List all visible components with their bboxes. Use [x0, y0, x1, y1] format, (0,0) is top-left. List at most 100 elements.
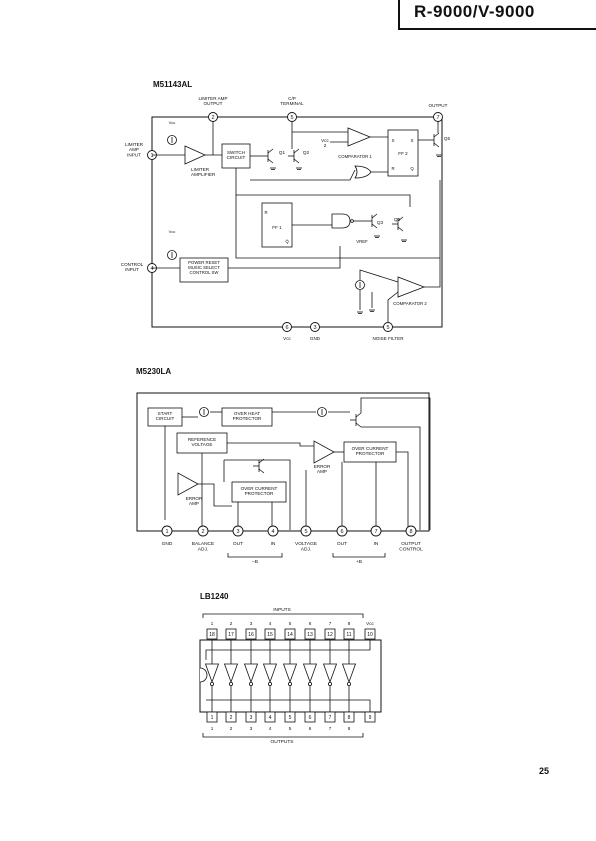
m5230la-pin-label-4: IN: [271, 541, 276, 547]
lb1240-output-label: 8: [348, 726, 351, 731]
wire: [227, 442, 314, 447]
lb1240-input-label: 1: [211, 621, 214, 626]
m5230la-title: M5230LA: [136, 367, 171, 376]
label-q: Q: [410, 166, 414, 171]
lb1240-input-label: 3: [250, 621, 253, 626]
bracket: [332, 553, 386, 558]
label-r: R: [264, 210, 267, 215]
pin-number: 9: [369, 715, 372, 721]
lb1240-buffer-8: [341, 663, 357, 684]
inverter-bubble: [346, 682, 351, 687]
lb1240-output-label: 1: [211, 726, 214, 731]
pin-number: 12: [327, 632, 333, 638]
lb1240-output-label: 3: [250, 726, 253, 731]
pin-5-noise: [383, 322, 393, 332]
transistor-lead: [267, 148, 274, 154]
lb1240-output-label: 5: [289, 726, 292, 731]
lb1240-bottom-pin-1: [206, 711, 218, 723]
lb1240-top-pin-7: [324, 628, 336, 640]
lb1240-output-label: 6: [309, 726, 312, 731]
lb1240-top-pin-2: [225, 628, 237, 640]
bracket: [227, 553, 283, 558]
lb1240-input-label: 5: [289, 621, 292, 626]
pin-number: 6: [285, 325, 288, 331]
lb1240-top-pin-5: [284, 628, 296, 640]
lb1240-output-label: 2: [230, 726, 233, 731]
pin-number: 2: [201, 529, 204, 535]
pin-number: 5: [304, 529, 307, 535]
transistor-lead: [433, 142, 440, 148]
pin-number: 1: [211, 715, 214, 721]
switch-circuit-block: [221, 143, 251, 169]
label-pin-vcc: Vcc: [283, 336, 291, 341]
m5230la-pin-1: [161, 525, 173, 537]
gnd-bus: [206, 699, 371, 712]
label-outputs: OUTPUTS: [271, 739, 294, 745]
pin-number: 15: [267, 632, 273, 638]
lb1240-top-pin-1: [206, 628, 218, 640]
wire: [424, 180, 441, 288]
pin-number: 4: [150, 266, 153, 272]
model-title: R-9000/V-9000: [414, 2, 535, 21]
label-ff2: FF 2: [398, 151, 408, 156]
pin-number: 3: [236, 529, 239, 535]
pin-number: 14: [287, 632, 293, 638]
wire: [198, 483, 232, 507]
pin-number: 6: [309, 715, 312, 721]
pin-number: 8: [348, 715, 351, 721]
pin-number: 16: [248, 632, 254, 638]
pin-number: 8: [409, 529, 412, 535]
wire: [361, 426, 421, 530]
pin-number: 3: [313, 325, 316, 331]
lb1240-bottom-pin-5: [284, 711, 296, 723]
wire: [250, 169, 356, 181]
pin-number: 6: [340, 529, 343, 535]
page-number: 25: [539, 766, 550, 776]
wire: [236, 194, 411, 207]
label-q4: Q4: [394, 217, 401, 222]
lb1240-top-pin-9: [364, 628, 376, 640]
m5230la-pin-3: [232, 525, 244, 537]
label-ff1: FF 1: [272, 225, 282, 230]
lb1240-buffer-1: [204, 663, 220, 684]
label-q1: Q1: [279, 150, 286, 155]
label-pin-noise: NOISE FILTER: [372, 336, 404, 341]
m5230la-pin-label-3: OUT: [233, 541, 243, 547]
transistor-lead: [371, 213, 378, 219]
comparator2-triangle: [397, 276, 426, 298]
wire: [387, 291, 399, 322]
wire: [359, 269, 399, 283]
lb1240-buffer-6: [302, 663, 318, 684]
lb1240-buffer-3: [243, 663, 259, 684]
label-r: R: [391, 166, 394, 171]
label-vcc: Vcc: [169, 120, 176, 125]
pin-number: 5: [386, 325, 389, 331]
label-q2: Q2: [303, 150, 310, 155]
lb1240-input-label: Vcc: [366, 621, 374, 626]
lb1240-top-pin-6: [304, 628, 316, 640]
package-notch: [199, 667, 208, 683]
over-current-left-block: [231, 481, 287, 503]
lb1240-bottom-pin-3: [245, 711, 257, 723]
pin-number: 13: [307, 632, 313, 638]
lb1240-buffer-5: [282, 663, 298, 684]
pin-number: 4: [271, 529, 274, 535]
lb1240-top-pin-8: [343, 628, 355, 640]
transistor-lead: [293, 148, 300, 154]
comparator1-triangle: [347, 127, 372, 147]
pin-number: 2: [230, 715, 233, 721]
pin-number: 7: [329, 715, 332, 721]
label-pin-gnd: GND: [310, 336, 321, 341]
lb1240-bottom-pin-7: [324, 711, 336, 723]
label-inputs: INPUTS: [273, 607, 291, 613]
inverter-bubble: [287, 682, 292, 687]
lb1240-input-label: 2: [230, 621, 233, 626]
pin-6-vcc: [282, 322, 292, 332]
